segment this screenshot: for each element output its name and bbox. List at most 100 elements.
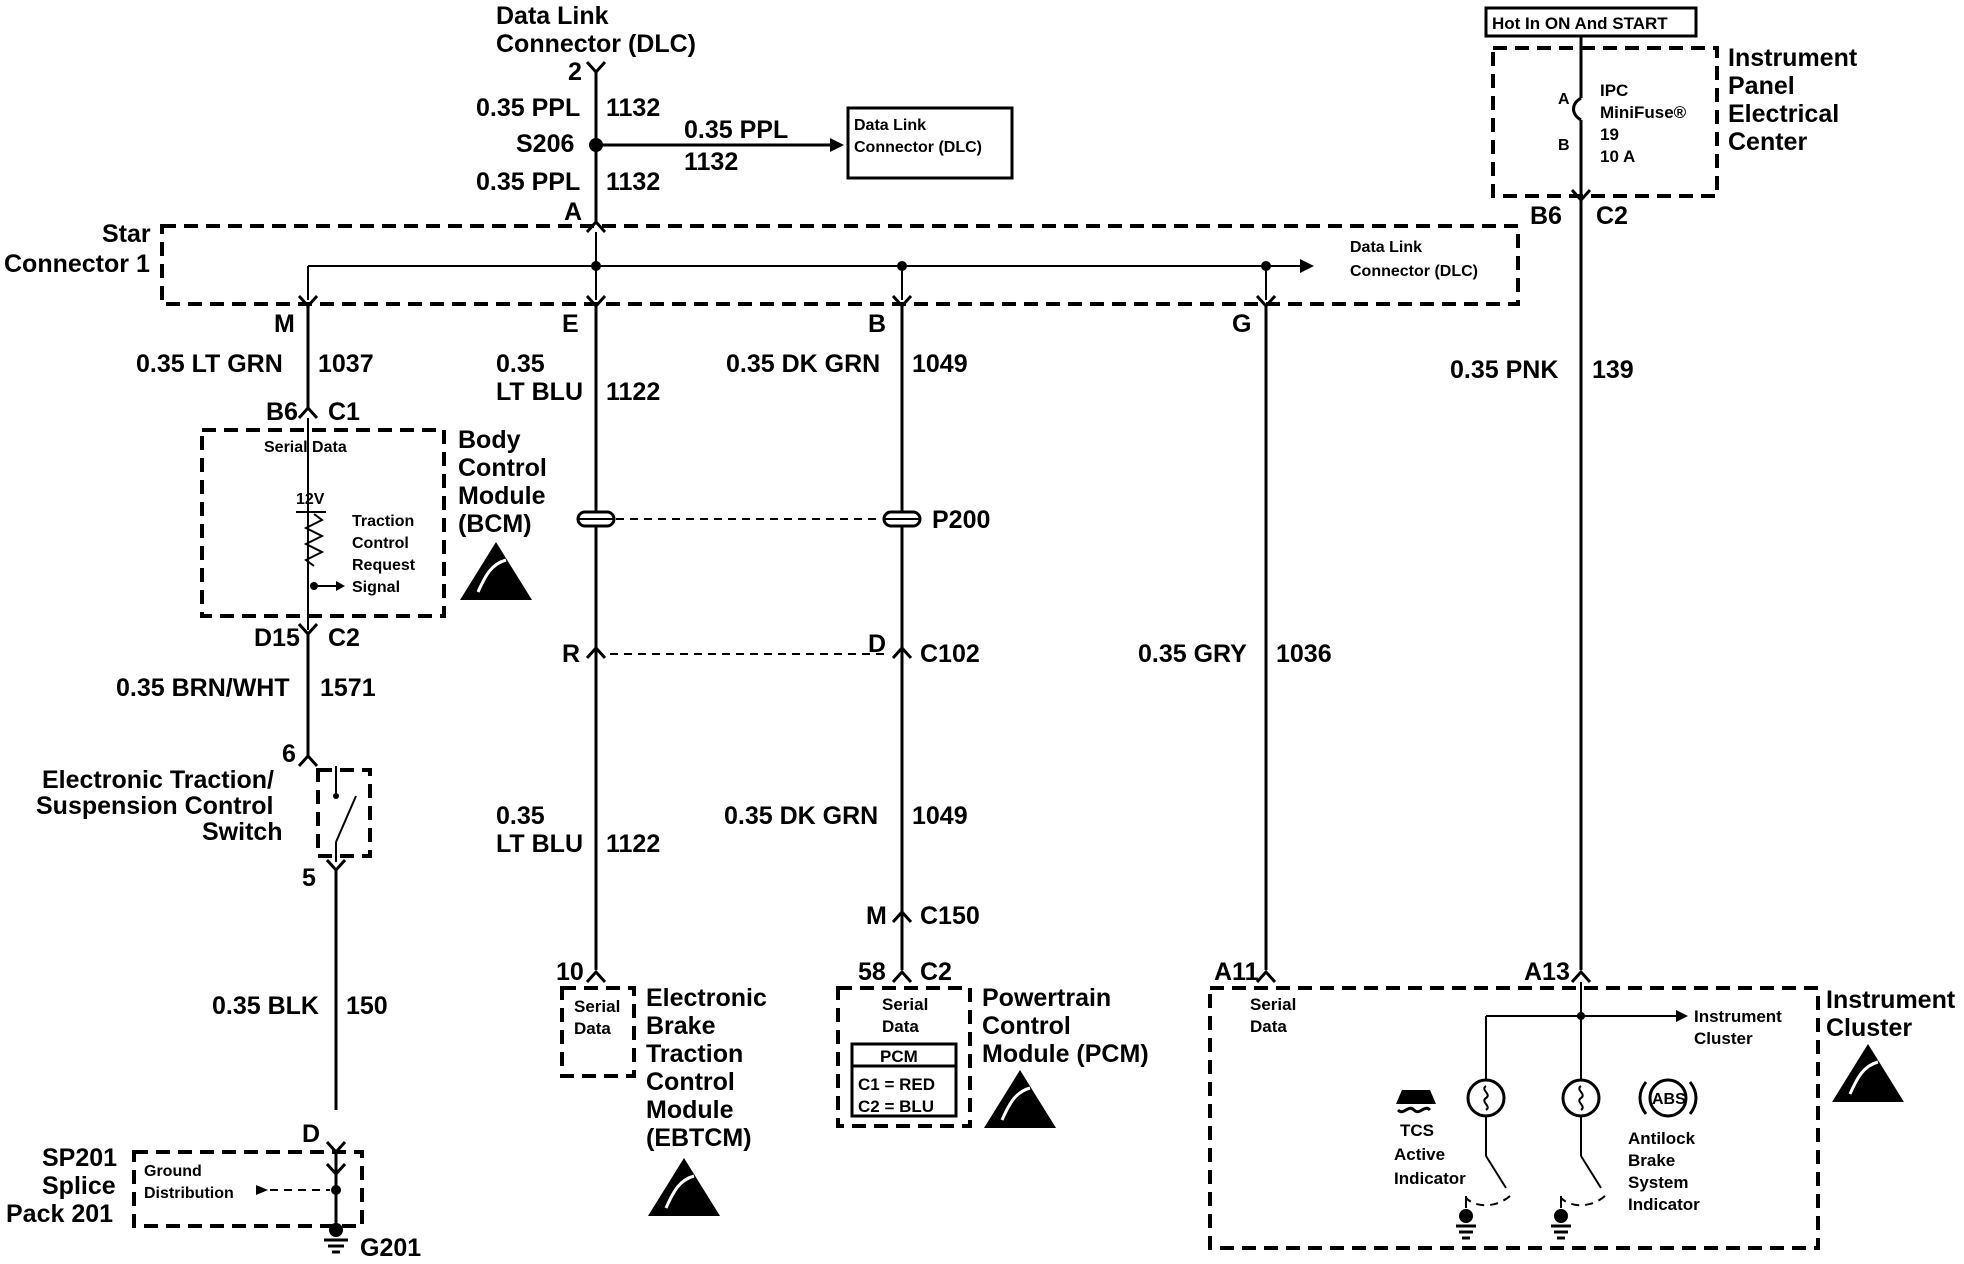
star-pin-g: G: [1232, 310, 1251, 338]
fuse-block-box: [1491, 46, 1719, 198]
wire-139-label: 0.35 PNK: [1450, 356, 1558, 384]
wire-1132-top-label: 0.35 PPL: [476, 94, 580, 122]
pcm-esd-icon: [984, 1070, 1056, 1128]
fuse-out-pin: B6: [1530, 202, 1562, 230]
tcs-label-1: TCS: [1400, 1121, 1434, 1140]
tcs-car-icon: [1396, 1090, 1436, 1114]
bcm-pin-top: B6: [266, 398, 298, 426]
c150-label: C150: [920, 902, 980, 930]
wire-1049b-circuit: 1049: [912, 802, 968, 830]
wire-1122a-circuit: 1122: [606, 378, 660, 406]
switch-top-connector: [297, 753, 319, 768]
fuse-line-1: IPC: [1600, 81, 1628, 100]
tcs-label-3: Indicator: [1394, 1169, 1466, 1188]
wire-1571-circuit: 1571: [320, 674, 376, 702]
cluster-pin-serial: A11: [1214, 958, 1259, 986]
cluster-box: [1208, 986, 1820, 1250]
branch-dlc-box: [846, 106, 1014, 180]
ground-name-1: SP201: [42, 1144, 117, 1172]
wire-1122b-label-1: 0.35: [496, 802, 545, 830]
ebtcm-connector: [585, 969, 607, 984]
tcs-switch-blade: [1485, 1155, 1507, 1189]
bcm-12v: 12V: [296, 491, 325, 508]
fuse-name-3: Electrical: [1728, 100, 1839, 128]
tcs-lamp-filament: [1483, 1085, 1489, 1111]
p200-connector-b: [882, 510, 922, 528]
wire-1049b-label: 0.35 DK GRN: [724, 802, 878, 830]
hot-label: Hot In ON And START: [1492, 14, 1668, 33]
star-pin-e: E: [562, 310, 579, 338]
wire-1132-top-circuit: 1132: [606, 94, 660, 122]
wire-1122b-label-2: LT BLU: [496, 830, 583, 858]
cluster-name-2: Cluster: [1826, 1014, 1912, 1042]
star-dlc-arrow: [1300, 259, 1314, 273]
ebtcm-name-6: (EBTCM): [646, 1124, 752, 1152]
dlc-top-title-2: Connector (DLC): [496, 30, 696, 58]
bcm-name-3: Module: [458, 482, 546, 510]
pcm-conn: C2: [920, 958, 952, 986]
cluster-power-connector: [1570, 969, 1592, 984]
cluster-serial-1: Serial: [1250, 995, 1296, 1014]
ground-name-2: Splice: [42, 1172, 116, 1200]
branch-dlc-circuit: 1132: [684, 148, 738, 176]
pcm-connector: [891, 969, 913, 984]
abs-label-1: Antilock: [1628, 1129, 1696, 1148]
star-dot-g: [1261, 261, 1271, 271]
ground-g-label: G201: [360, 1234, 421, 1262]
fuse-element: [1572, 96, 1582, 122]
abs-label-3: System: [1628, 1173, 1688, 1192]
switch-name-2: Suspension Control: [36, 792, 274, 820]
bcm-sig-1: Traction: [352, 513, 414, 530]
star-title-1: Star: [102, 220, 151, 248]
star-connector-box: [160, 224, 1520, 306]
switch-blade: [335, 795, 357, 843]
fuse-name-2: Panel: [1728, 72, 1795, 100]
cluster-serial-2: Data: [1250, 1017, 1287, 1036]
star-dot-b: [897, 261, 907, 271]
dlc-top-title-1: Data Link: [496, 2, 609, 30]
cluster-arrow-1: Instrument: [1694, 1007, 1782, 1026]
star-dot-e: [591, 261, 601, 271]
ebtcm-name-4: Control: [646, 1068, 735, 1096]
bcm-name-4: (BCM): [458, 510, 532, 538]
ebtcm-box: [560, 986, 636, 1078]
cluster-serial-connector: [1255, 969, 1277, 984]
bcm-top-connector: [297, 405, 319, 420]
abs-ground-icon: [1551, 1224, 1571, 1240]
abs-switch-blade: [1580, 1155, 1602, 1189]
switch-name-3: Switch: [202, 818, 283, 846]
pcm-serial-2: Data: [882, 1017, 919, 1036]
wire-1036-label: 0.35 GRY: [1138, 640, 1247, 668]
tcs-label-2: Active: [1394, 1145, 1445, 1164]
star-pin-b: B: [868, 310, 886, 338]
fuse-pin-a: A: [1558, 91, 1570, 108]
star-pin-a-connector: [585, 219, 607, 234]
switch-pin-bottom: 5: [302, 864, 316, 892]
c102-r-connector: [585, 645, 607, 660]
pcm-serial-1: Serial: [882, 995, 928, 1014]
p200-connector-e: [576, 510, 616, 528]
abs-symbol-text: ABS: [1652, 1091, 1686, 1108]
ebtcm-name-3: Traction: [646, 1040, 743, 1068]
bcm-sig-2: Control: [352, 535, 409, 552]
wire-1049a-label: 0.35 DK GRN: [726, 350, 880, 378]
ground-box-1: Ground: [144, 1163, 202, 1180]
star-pin-m: M: [274, 310, 295, 338]
pcm-pin: 58: [858, 958, 886, 986]
tcs-switch-link: [1465, 1195, 1511, 1207]
pcm-c1: C1 = RED: [858, 1075, 935, 1094]
cluster-arrow: [1676, 1010, 1688, 1022]
ebtcm-esd-icon: [648, 1158, 720, 1216]
tcs-ground-icon: [1456, 1224, 1476, 1240]
ebtcm-name-1: Electronic: [646, 984, 767, 1012]
bcm-name-2: Control: [458, 454, 547, 482]
bcm-signal-arrow: [336, 581, 345, 591]
wire-1132-bottom-label: 0.35 PPL: [476, 168, 580, 196]
fuse-out-conn: C2: [1596, 202, 1628, 230]
bcm-serial: Serial Data: [264, 439, 347, 456]
switch-contact-top: [333, 793, 339, 799]
c102-label: C102: [920, 640, 980, 668]
fuse-name-4: Center: [1728, 128, 1807, 156]
ground-pin: D: [302, 1120, 320, 1148]
